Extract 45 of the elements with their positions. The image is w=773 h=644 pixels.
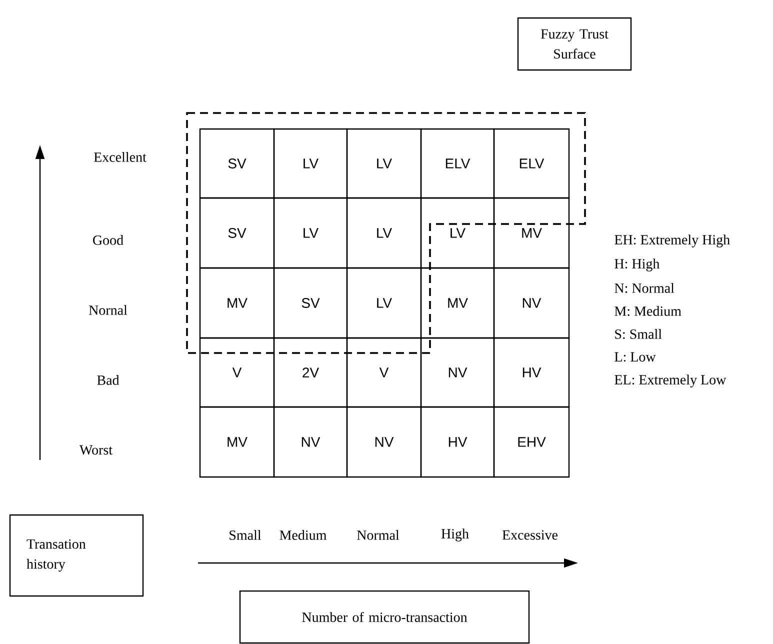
grid-cell: LV — [273, 197, 348, 269]
grid-cell: V — [346, 337, 422, 408]
axis-label: Excessive — [502, 530, 558, 540]
axis-label: Medium — [280, 530, 327, 540]
grid-cell: NV — [346, 406, 422, 478]
label-box: Number of micro-transaction — [239, 590, 530, 644]
grid-cell: MV — [493, 197, 570, 269]
grid-cell: LV — [420, 197, 495, 269]
grid-cell: MV — [199, 267, 275, 339]
key-text: L: Low — [614, 352, 656, 362]
key-text: H: High — [614, 258, 660, 272]
grid-cell: MV — [420, 267, 495, 339]
grid-cell: LV — [346, 128, 422, 199]
axis-label: Nornal — [88, 305, 128, 315]
grid-cell: HV — [493, 337, 570, 408]
grid-cell: 2V — [273, 337, 348, 408]
grid-cell: NV — [273, 406, 348, 478]
label-box: Fuzzy Trust Surface — [517, 17, 632, 71]
grid-cell: NV — [493, 267, 570, 339]
key-text: M: Medium — [614, 306, 682, 316]
grid-cell: NV — [420, 337, 495, 408]
grid-cell: ELV — [493, 128, 570, 199]
key-text: S: Small — [615, 329, 662, 339]
grid-cell: LV — [273, 128, 348, 199]
label-box: Transation history — [9, 514, 144, 597]
key-text: EL: Extremely Low — [614, 374, 726, 388]
grid-cell: SV — [199, 197, 275, 269]
grid-cell: SV — [273, 267, 348, 339]
grid-cell: V — [199, 337, 275, 408]
axis-label: Good — [93, 235, 124, 245]
axis-label: High — [441, 528, 469, 542]
grid-cell: EHV — [493, 406, 570, 478]
grid-cell: ELV — [420, 128, 495, 199]
grid-cell: MV — [199, 406, 275, 478]
grid-cell: LV — [346, 267, 422, 339]
axis-label: Excellent — [94, 152, 146, 162]
axis-label: Bad — [97, 375, 120, 385]
axis-label: Normal — [357, 530, 400, 540]
key-text: N: Normal — [614, 283, 674, 293]
grid-cell: LV — [346, 197, 422, 269]
key-text: EH: Extremely High — [614, 234, 730, 248]
grid-cell: HV — [420, 406, 495, 478]
axis-label: Small — [230, 530, 262, 540]
grid-cell: SV — [199, 128, 275, 199]
axis-label: Worst — [79, 445, 112, 455]
